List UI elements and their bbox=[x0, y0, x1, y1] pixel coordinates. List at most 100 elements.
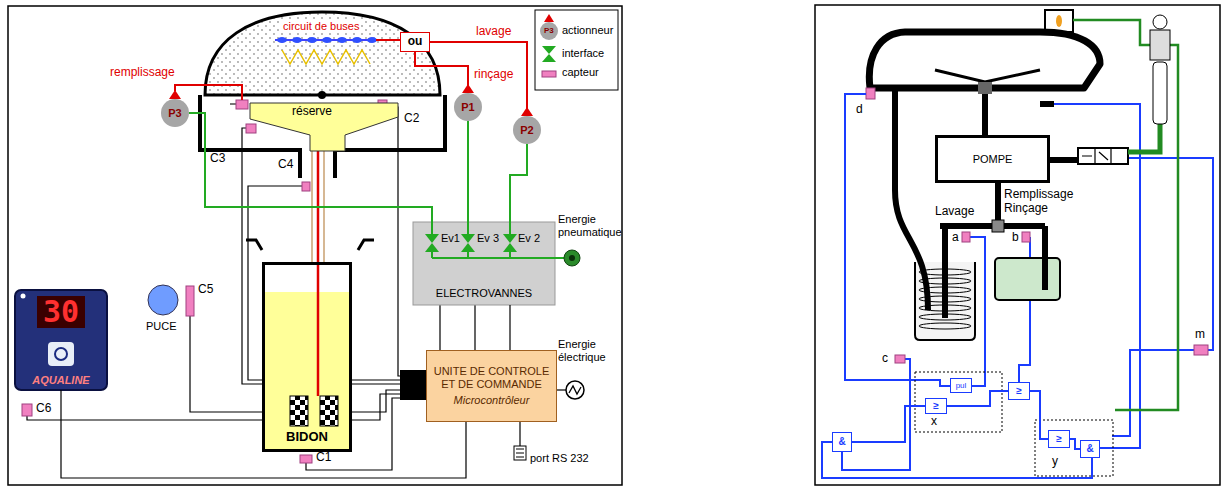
pipe bbox=[1050, 157, 1078, 163]
actuator-line bbox=[175, 85, 242, 100]
sensor-wire bbox=[387, 107, 402, 376]
container bbox=[290, 396, 308, 426]
sensor-symbol bbox=[236, 100, 248, 109]
energy-label: Energie électrique bbox=[558, 338, 620, 363]
group-name: x bbox=[931, 415, 937, 429]
container bbox=[246, 151, 374, 449]
sensor-wire bbox=[519, 422, 520, 446]
air-line bbox=[1073, 20, 1150, 45]
display-device bbox=[15, 290, 107, 390]
node-text: 30 bbox=[37, 296, 85, 328]
connector-plug bbox=[566, 381, 584, 399]
air-regulator bbox=[1150, 30, 1170, 60]
actuator-symbol bbox=[169, 90, 181, 99]
logic-group bbox=[915, 372, 1113, 476]
coil bbox=[919, 323, 971, 329]
junction bbox=[895, 220, 1208, 363]
coil bbox=[919, 314, 971, 320]
coil bbox=[919, 305, 971, 311]
container bbox=[320, 396, 338, 426]
sensor-symbol bbox=[22, 404, 32, 416]
connector bbox=[510, 144, 527, 222]
node-text: & bbox=[838, 436, 845, 448]
container bbox=[246, 240, 374, 250]
valve-block bbox=[413, 222, 555, 305]
panel-frame bbox=[8, 5, 1220, 485]
sensor-name: C5 bbox=[198, 283, 213, 297]
actuator-circle: P1 bbox=[454, 93, 482, 121]
machine-drawing bbox=[1056, 15, 1062, 27]
valve-block bbox=[503, 243, 517, 252]
machine-drawing bbox=[869, 32, 1100, 88]
container bbox=[317, 151, 320, 396]
air-regulator bbox=[1153, 62, 1167, 124]
sensor-name: d bbox=[856, 103, 863, 117]
logic-wire bbox=[1054, 104, 1140, 448]
machine-drawing bbox=[978, 82, 992, 94]
valve-block bbox=[461, 243, 475, 252]
valve-block bbox=[413, 222, 580, 305]
valve-name: Ev 2 bbox=[518, 232, 540, 245]
washing-dome bbox=[200, 12, 445, 178]
coil bbox=[919, 287, 971, 293]
connector bbox=[467, 121, 469, 222]
node-text: ≥ bbox=[1056, 433, 1062, 445]
energy-label: Energie pneumatique bbox=[558, 213, 620, 238]
valve-block bbox=[432, 222, 564, 258]
washing-dome bbox=[200, 95, 445, 178]
connector bbox=[415, 52, 468, 93]
part-name: PUCE bbox=[146, 320, 177, 333]
part-name: circuit de buses bbox=[281, 20, 361, 33]
legend-box bbox=[542, 71, 556, 77]
machine-drawing bbox=[1045, 10, 1073, 32]
washing-dome bbox=[337, 37, 347, 43]
connector bbox=[852, 406, 925, 442]
node-text: réserve bbox=[292, 105, 332, 119]
sensor-name: C1 bbox=[316, 451, 331, 465]
sensor-symbol bbox=[230, 103, 236, 105]
junction bbox=[962, 232, 970, 242]
valve-block bbox=[503, 234, 517, 243]
air-line bbox=[1115, 45, 1178, 410]
panel-frame bbox=[8, 6, 622, 485]
sensor-symbol bbox=[302, 182, 310, 191]
pipe-label: Remplissage Rinçage bbox=[1004, 188, 1086, 216]
node-text: POMPE bbox=[973, 153, 1013, 166]
node-text: BIDON bbox=[286, 430, 328, 445]
legend-text: capteur bbox=[562, 66, 599, 79]
sensor-symbol bbox=[186, 286, 194, 316]
actuator-circle: P3 bbox=[161, 99, 189, 127]
sensor-name: C4 bbox=[278, 158, 293, 172]
logic-gate: pul bbox=[950, 378, 972, 393]
reservoir: réserve bbox=[250, 103, 398, 151]
logic-group bbox=[915, 372, 1002, 432]
node-text: ≥ bbox=[1016, 385, 1022, 397]
washing-dome bbox=[292, 37, 302, 43]
valve-block bbox=[425, 234, 439, 243]
signal-name: lavage bbox=[476, 25, 511, 39]
display-device: 30AQUALINE bbox=[15, 290, 107, 390]
logic-gate: & bbox=[832, 432, 852, 452]
air-line bbox=[1128, 124, 1160, 152]
logic-gate: & bbox=[1080, 440, 1100, 458]
pneumatic-valve bbox=[1082, 148, 1111, 164]
beaker bbox=[915, 258, 1060, 340]
valve-block bbox=[425, 243, 439, 252]
group-name: y bbox=[1052, 455, 1058, 469]
node-text: Microcontrôleur bbox=[454, 394, 530, 407]
legend-box bbox=[542, 46, 556, 54]
washing-dome bbox=[367, 37, 377, 43]
valve-name: Ev 3 bbox=[477, 232, 499, 245]
washing-dome bbox=[318, 91, 326, 99]
junction bbox=[1194, 345, 1208, 355]
container bbox=[290, 396, 308, 426]
pump-box: POMPE bbox=[935, 135, 1050, 183]
connector bbox=[509, 305, 510, 350]
node-text: ≥ bbox=[933, 400, 939, 412]
chip-tag bbox=[148, 285, 178, 315]
valve-block bbox=[461, 234, 475, 243]
legend-text: actionneur bbox=[562, 24, 613, 37]
container: BIDON bbox=[262, 262, 352, 452]
